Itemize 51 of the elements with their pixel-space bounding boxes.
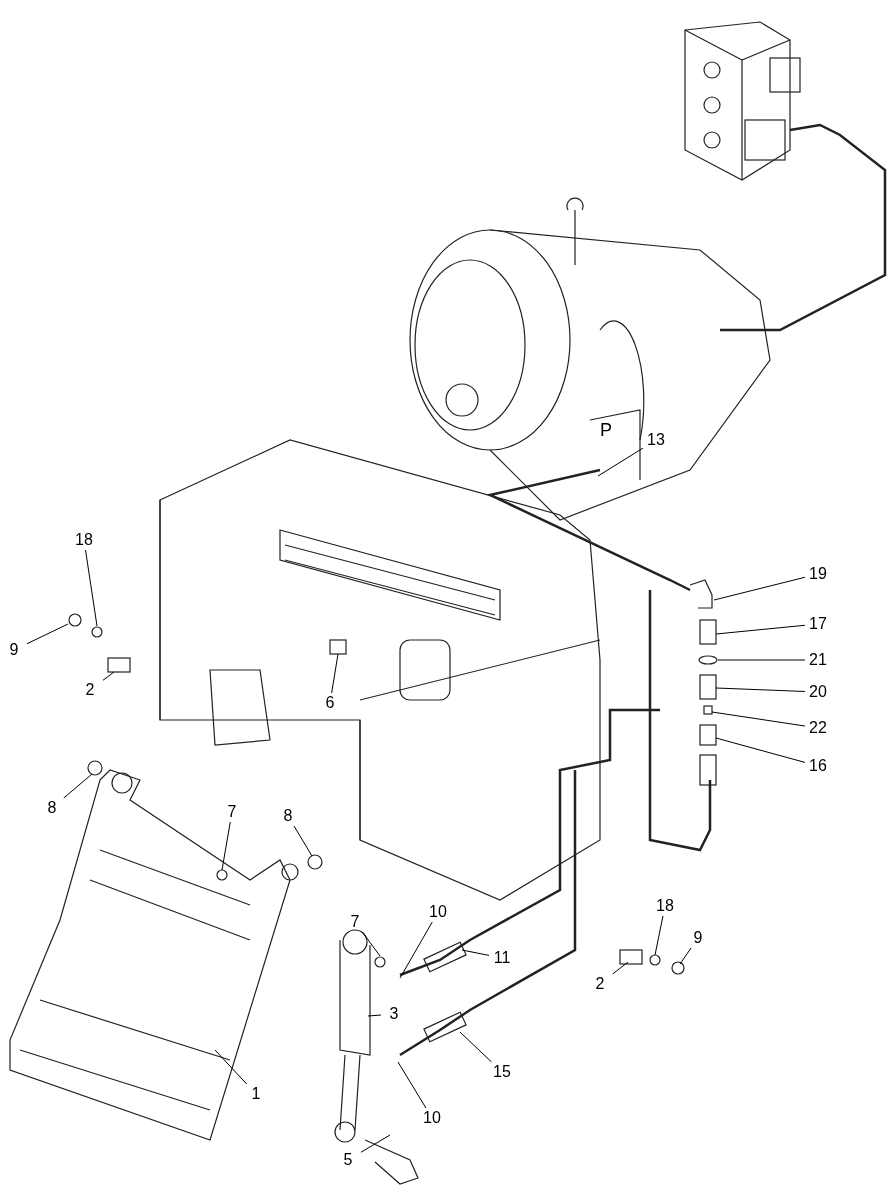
- leader-line: [399, 921, 433, 979]
- leader-line: [715, 687, 806, 692]
- leader-line: [612, 961, 629, 975]
- callout-number: 10: [425, 902, 451, 922]
- leader-line: [711, 711, 806, 727]
- callout-number: 19: [805, 564, 831, 584]
- leader-line: [461, 949, 490, 956]
- leader-line: [102, 671, 115, 681]
- callout-number: 9: [1, 640, 27, 660]
- callout-number: 18: [652, 896, 678, 916]
- leader-line: [597, 447, 644, 477]
- leader-line: [679, 947, 692, 965]
- callout-number: 6: [317, 693, 343, 713]
- callout-number: 17: [805, 614, 831, 634]
- callout-number: 3: [381, 1004, 407, 1024]
- callout-number: 10: [419, 1108, 445, 1128]
- leader-line: [331, 653, 339, 694]
- leader-line: [459, 1031, 492, 1063]
- leader-line: [361, 931, 381, 957]
- callout-number: 7: [219, 802, 245, 822]
- leader-line: [654, 915, 664, 956]
- callout-number: 8: [275, 806, 301, 826]
- leader-line: [715, 737, 806, 763]
- callout-number: 7: [342, 912, 368, 932]
- leader-line: [85, 549, 98, 627]
- port-letter: P: [600, 420, 612, 441]
- callout-number: 8: [39, 798, 65, 818]
- callout-number: 18: [71, 530, 97, 550]
- callout-number: 11: [489, 948, 515, 968]
- callout-number: 2: [587, 974, 613, 994]
- leader-line: [293, 825, 313, 857]
- callout-number: 9: [685, 928, 711, 948]
- leader-line: [26, 623, 69, 645]
- callout-number: 2: [77, 680, 103, 700]
- callout-number: 15: [489, 1062, 515, 1082]
- callout-number: 1: [243, 1084, 269, 1104]
- callout-number: 22: [805, 718, 831, 738]
- callout-number: 13: [643, 430, 669, 450]
- callout-number: 20: [805, 682, 831, 702]
- leader-line: [713, 576, 806, 601]
- callout-number: 16: [805, 756, 831, 776]
- leader-line: [214, 1049, 248, 1085]
- leader-line: [221, 821, 231, 871]
- leader-line: [367, 1014, 382, 1017]
- leader-line: [717, 659, 806, 661]
- leader-line: [715, 624, 806, 635]
- leader-line: [63, 773, 93, 799]
- callout-number: 21: [805, 650, 831, 670]
- leader-line: [397, 1061, 427, 1109]
- leader-line: [360, 1134, 391, 1153]
- callout-number: 5: [335, 1150, 361, 1170]
